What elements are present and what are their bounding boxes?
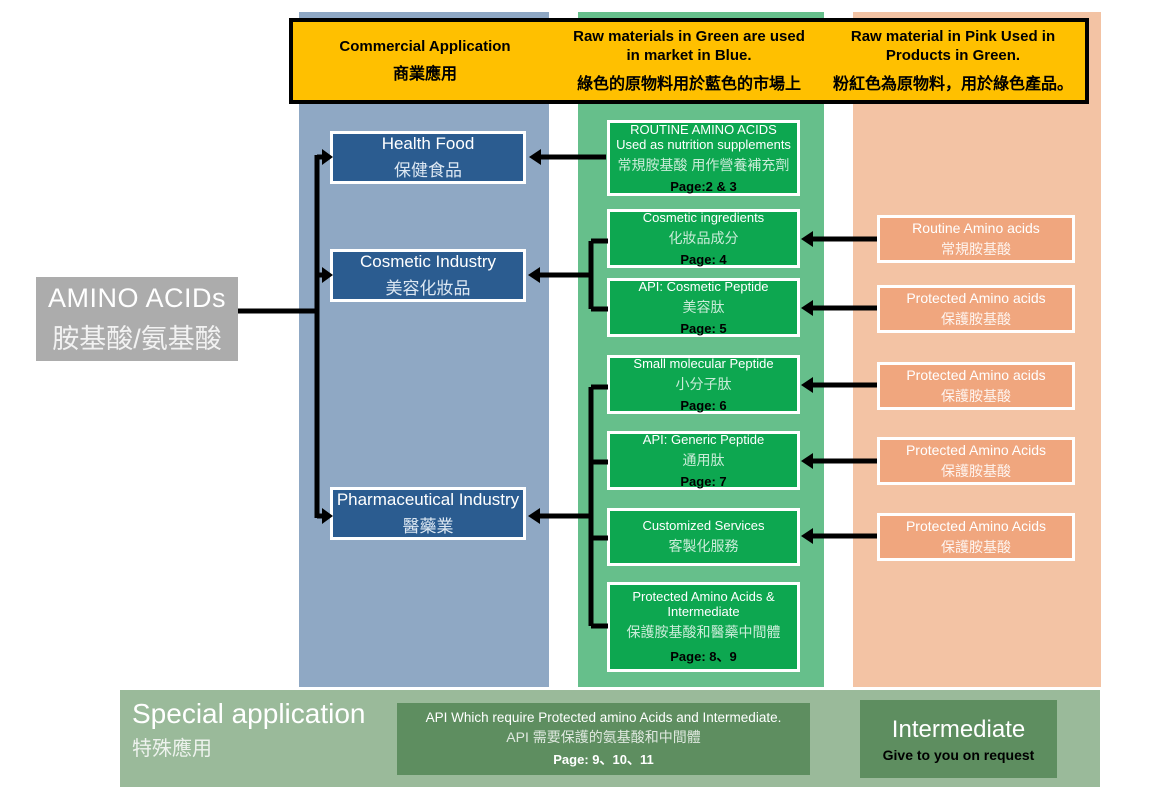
small-molecular-peptide-zh: 小分子肽 xyxy=(675,376,732,393)
legend-green-rule-en: Raw materials in Green are used in marke… xyxy=(573,28,805,64)
intermediate-box: Intermediate Give to you on request xyxy=(860,700,1057,778)
pink-protected-4-zh: 保護胺基酸 xyxy=(941,538,1011,555)
legend-green-rule-zh: 綠色的原物料用於藍色的市場上 xyxy=(576,75,801,93)
amino-acids-root-box: AMINO ACIDs 胺基酸/氨基酸 xyxy=(36,277,238,361)
pharmaceutical-industry-zh: 醫藥業 xyxy=(402,517,454,536)
blue-box-health-food: Health Food 保健食品 xyxy=(330,131,526,184)
legend-commercial-application: Commercial Application 商業應用 xyxy=(293,22,557,100)
protected-intermediate-zh: 保護胺基酸和醫藥中間體 xyxy=(626,624,781,641)
pink-box-protected-amino-acids-1: Protected Amino acids 保護胺基酸 xyxy=(877,285,1075,333)
pink-routine-en: Routine Amino acids xyxy=(912,219,1040,236)
blue-box-pharmaceutical-industry: Pharmaceutical Industry 醫藥業 xyxy=(330,487,526,540)
pink-protected-3-zh: 保護胺基酸 xyxy=(941,462,1011,479)
green-box-api-generic-peptide: API: Generic Peptide 通用肽 Page: 7 xyxy=(607,431,800,490)
legend-commercial-zh: 商業應用 xyxy=(392,66,457,84)
pink-box-protected-amino-acids-3: Protected Amino Acids 保護胺基酸 xyxy=(877,437,1075,485)
small-molecular-peptide-en: Small molecular Peptide xyxy=(633,355,774,371)
pink-box-protected-amino-acids-4: Protected Amino Acids 保護胺基酸 xyxy=(877,513,1075,561)
green-box-api-cosmetic-peptide: API: Cosmetic Peptide 美容肽 Page: 5 xyxy=(607,278,800,337)
customized-services-zh: 客製化服務 xyxy=(668,538,739,555)
cosmetic-industry-en: Cosmetic Industry xyxy=(359,252,497,271)
pink-protected-3-en: Protected Amino Acids xyxy=(905,441,1047,458)
api-generic-peptide-zh: 通用肽 xyxy=(682,452,725,469)
api-requirement-zh: API 需要保護的氨基酸和中間體 xyxy=(506,729,701,745)
special-application-title: Special application 特殊應用 xyxy=(132,698,366,761)
root-title-zh: 胺基酸/氨基酸 xyxy=(52,323,222,354)
legend-pink-rule-zh: 粉紅色為原物料，用於綠色產品。 xyxy=(832,75,1073,93)
legend-green-rule: Raw materials in Green are used in marke… xyxy=(557,22,821,100)
api-generic-peptide-en: API: Generic Peptide xyxy=(642,431,765,447)
api-requirement-en: API Which require Protected amino Acids … xyxy=(425,710,782,725)
special-application-en: Special application xyxy=(132,698,366,729)
routine-amino-acids-en: ROUTINE AMINO ACIDS Used as nutrition su… xyxy=(616,121,791,152)
legend-header: Commercial Application 商業應用 Raw material… xyxy=(289,18,1089,104)
pink-protected-4-en: Protected Amino Acids xyxy=(905,517,1047,534)
cosmetic-ingredients-page: Page: 4 xyxy=(680,252,727,268)
root-title-en: AMINO ACIDs xyxy=(47,282,227,313)
routine-amino-acids-page: Page:2 & 3 xyxy=(670,179,737,195)
blue-box-cosmetic-industry: Cosmetic Industry 美容化妝品 xyxy=(330,249,526,302)
pink-raw-material-column xyxy=(853,12,1101,687)
legend-pink-rule: Raw material in Pink Used in Products in… xyxy=(821,22,1085,100)
api-cosmetic-peptide-en: API: Cosmetic Peptide xyxy=(638,278,769,294)
legend-commercial-en: Commercial Application xyxy=(339,37,511,55)
small-molecular-peptide-page: Page: 6 xyxy=(680,398,727,414)
cosmetic-industry-zh: 美容化妝品 xyxy=(385,279,471,298)
cosmetic-ingredients-zh: 化妝品成分 xyxy=(668,230,739,247)
protected-intermediate-en: Protected Amino Acids & Intermediate xyxy=(632,588,775,619)
pink-protected-2-zh: 保護胺基酸 xyxy=(941,387,1011,404)
special-application-footer: Special application 特殊應用 API Which requi… xyxy=(120,690,1100,787)
protected-intermediate-page: Page: 8、9 xyxy=(670,649,737,665)
intermediate-title: Intermediate xyxy=(891,715,1026,743)
green-box-routine-amino-acids: ROUTINE AMINO ACIDS Used as nutrition su… xyxy=(607,120,800,196)
intermediate-subtitle: Give to you on request xyxy=(882,746,1035,763)
customized-services-en: Customized Services xyxy=(642,517,765,533)
pink-protected-1-zh: 保護胺基酸 xyxy=(941,310,1011,327)
green-box-small-molecular-peptide: Small molecular Peptide 小分子肽 Page: 6 xyxy=(607,355,800,414)
api-requirement-box: API Which require Protected amino Acids … xyxy=(397,703,810,775)
green-box-cosmetic-ingredients: Cosmetic ingredients 化妝品成分 Page: 4 xyxy=(607,209,800,268)
pink-box-routine-amino-acids: Routine Amino acids 常規胺基酸 xyxy=(877,215,1075,263)
routine-amino-acids-zh: 常規胺基酸 用作營養補充劑 xyxy=(617,157,790,174)
pharmaceutical-industry-en: Pharmaceutical Industry xyxy=(336,490,520,509)
api-cosmetic-peptide-zh: 美容肽 xyxy=(682,299,725,316)
pink-box-protected-amino-acids-2: Protected Amino acids 保護胺基酸 xyxy=(877,362,1075,410)
pink-routine-zh: 常規胺基酸 xyxy=(941,240,1011,257)
special-application-zh: 特殊應用 xyxy=(132,738,212,760)
legend-pink-rule-en: Raw material in Pink Used in Products in… xyxy=(850,28,1056,64)
api-generic-peptide-page: Page: 7 xyxy=(680,474,727,490)
cosmetic-ingredients-en: Cosmetic ingredients xyxy=(642,209,765,225)
pink-protected-1-en: Protected Amino acids xyxy=(906,289,1046,306)
blue-market-column xyxy=(299,12,549,687)
green-box-customized-services: Customized Services 客製化服務 xyxy=(607,508,800,566)
pink-protected-2-en: Protected Amino acids xyxy=(906,366,1046,383)
health-food-en: Health Food xyxy=(381,134,475,153)
api-cosmetic-peptide-page: Page: 5 xyxy=(680,321,727,337)
green-box-protected-amino-acids-intermediate: Protected Amino Acids & Intermediate 保護胺… xyxy=(607,582,800,672)
health-food-zh: 保健食品 xyxy=(394,161,462,180)
api-requirement-page: Page: 9、10、11 xyxy=(553,752,654,767)
